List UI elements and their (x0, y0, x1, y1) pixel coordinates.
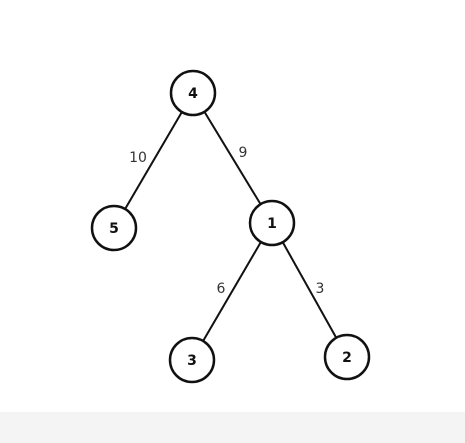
node-circle (90, 204, 138, 252)
tree-node-1: 1 (248, 199, 296, 247)
edge-n4-n1 (192, 92, 273, 224)
edge-n1-n3 (191, 222, 273, 361)
node-circle (248, 199, 296, 247)
node-circle (169, 69, 217, 117)
tree-node-5: 5 (90, 204, 138, 252)
edge-weight-label: 10 (129, 150, 147, 166)
node-label: 3 (187, 353, 197, 369)
node-label: 2 (342, 350, 352, 366)
node-label: 1 (267, 216, 277, 232)
edge-weight-label: 9 (239, 145, 248, 161)
edge-n4-n5 (113, 92, 194, 229)
edge-weight-label: 3 (316, 281, 325, 297)
node-label: 5 (109, 221, 119, 237)
edge-n1-n2 (271, 222, 348, 358)
node-circle (323, 333, 371, 381)
edge-weight-label: 6 (217, 281, 226, 297)
edges-layer: 10 9 6 3 (113, 92, 348, 361)
tree-node-4: 4 (169, 69, 217, 117)
tree-node-2: 2 (323, 333, 371, 381)
node-circle (168, 336, 216, 384)
bottom-band (0, 412, 465, 443)
nodes-layer: 4 5 1 3 2 (90, 69, 371, 384)
node-label: 4 (188, 86, 198, 102)
tree-node-3: 3 (168, 336, 216, 384)
